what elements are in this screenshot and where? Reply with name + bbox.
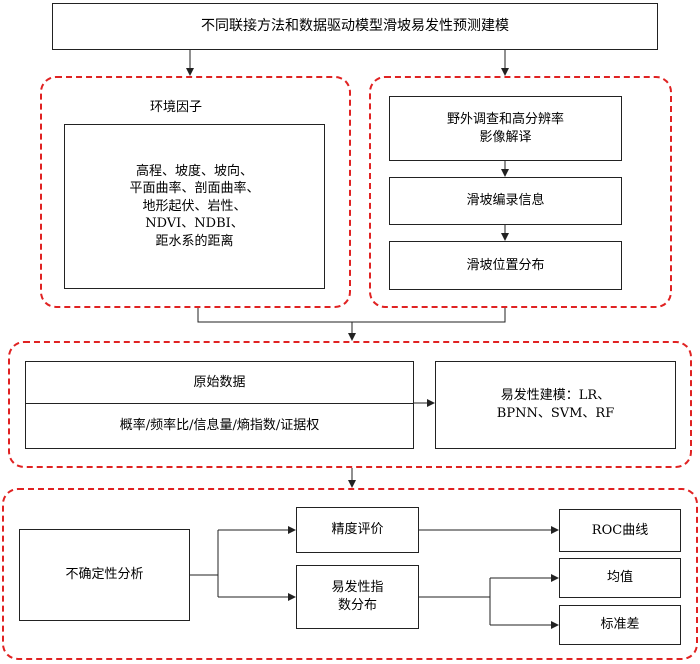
landslide-distribution-box: 滑坡位置分布 bbox=[389, 241, 622, 290]
roc-curve-box: ROC曲线 bbox=[559, 509, 681, 552]
factor-line: 高程、坡度、坡向、 bbox=[135, 163, 253, 179]
title-text: 不同联接方法和数据驱动模型滑坡易发性预测建模 bbox=[201, 18, 509, 35]
factor-line: 距水系的距离 bbox=[155, 233, 234, 249]
branch-uncertainty bbox=[190, 530, 219, 597]
factor-line: 地形起伏、岩性、 bbox=[142, 198, 247, 214]
env-factors-label: 环境因子 bbox=[150, 100, 203, 115]
landslide-catalog-box: 滑坡编录信息 bbox=[389, 177, 622, 225]
title-box: 不同联接方法和数据驱动模型滑坡易发性预测建模 bbox=[52, 3, 658, 50]
data-processing-group bbox=[8, 341, 692, 468]
factor-line: NDVI、NDBI、 bbox=[145, 216, 244, 232]
raw-data-box: 原始数据 bbox=[25, 361, 414, 404]
field-survey-box: 野外调查和高分辨率 影像解译 bbox=[389, 96, 622, 161]
merge-line-groups bbox=[197, 308, 506, 323]
accuracy-evaluation-box: 精度评价 bbox=[296, 507, 419, 553]
factor-line: 平面曲率、剖面曲率、 bbox=[129, 181, 260, 197]
susceptibility-modeling-box: 易发性建模：LR、 BPNN、SVM、RF bbox=[435, 361, 676, 449]
index-distribution-box: 易发性指 数分布 bbox=[296, 565, 419, 629]
statistical-methods-box: 概率/频率比/信息量/熵指数/证据权 bbox=[25, 403, 414, 449]
uncertainty-analysis-box: 不确定性分析 bbox=[19, 529, 190, 621]
std-deviation-box: 标准差 bbox=[559, 605, 681, 645]
env-factors-box: 高程、坡度、坡向、 平面曲率、剖面曲率、 地形起伏、岩性、 NDVI、NDBI、… bbox=[64, 124, 325, 289]
analysis-group bbox=[2, 488, 698, 660]
env-factors-group bbox=[40, 76, 351, 308]
branch-index bbox=[419, 578, 491, 625]
landslide-info-group bbox=[369, 76, 672, 308]
mean-box: 均值 bbox=[559, 558, 681, 598]
